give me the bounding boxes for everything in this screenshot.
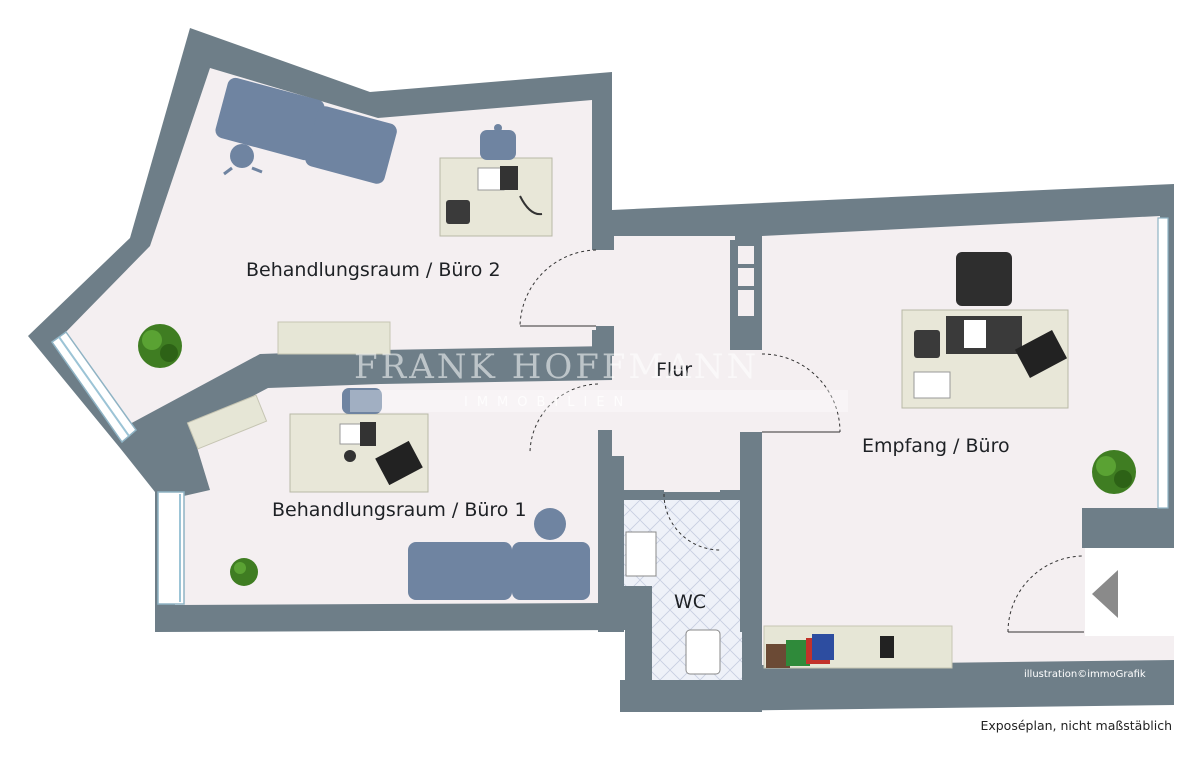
wall-room2-room1: [126, 346, 612, 452]
desk-room-2: [439, 124, 553, 237]
label-wc: WC: [674, 591, 706, 613]
watermark-band: [350, 390, 848, 412]
door-entrance: [1007, 555, 1085, 633]
telephone-icon: [914, 330, 940, 358]
treatment-couch-icon: [408, 508, 590, 600]
label-hall: Flur: [656, 359, 692, 381]
office-chair-icon: [956, 252, 1012, 306]
sideboard-room-2: [277, 321, 391, 355]
desk-reception: [901, 252, 1069, 409]
shaft-box-1: [738, 246, 754, 264]
shaft-box-3: [738, 290, 754, 316]
treatment-couch-icon: [215, 77, 397, 184]
stethoscope-icon: [344, 450, 356, 462]
door-reception: [761, 353, 841, 433]
wall-wc-bottom: [620, 680, 762, 712]
wall-hall-left-upper: [592, 236, 614, 250]
desk-room-1: [289, 388, 429, 493]
laptop-icon: [375, 440, 423, 486]
door-room-2: [519, 249, 597, 327]
wall-hall-right-lower: [740, 432, 762, 632]
sink-icon: [625, 531, 657, 577]
label-reception: Empfang / Büro: [862, 435, 1010, 457]
wall-wc-top-right: [720, 490, 742, 500]
laptop-icon: [1014, 330, 1068, 378]
label-room-2: Behandlungsraum / Büro 2: [246, 259, 501, 281]
telephone-icon: [446, 200, 470, 224]
label-room-1: Behandlungsraum / Büro 1: [272, 499, 527, 521]
floor-hall: [598, 236, 762, 492]
stethoscope-icon: [519, 195, 543, 216]
toilet-icon: [685, 629, 721, 675]
wall-hall-left-mid: [596, 326, 614, 356]
office-chair-icon: [534, 508, 566, 540]
shaft-box-2: [738, 268, 754, 286]
wall-hall-bottom-left: [598, 456, 624, 632]
wall-reception-niche: [1082, 508, 1174, 548]
wall-wc-top-left: [620, 490, 664, 500]
plant-icon: [230, 558, 258, 586]
floor-reception: [762, 216, 1174, 665]
floor-room-2: [60, 68, 735, 432]
office-chair-icon: [342, 388, 382, 414]
office-chair-icon: [480, 124, 516, 160]
entrance-arrow-icon: [1092, 570, 1118, 618]
plant-icon: [1092, 450, 1136, 494]
door-room-1: [529, 383, 599, 453]
watermark-sub: IMMOBILIEN: [464, 395, 632, 410]
counter-reception: [763, 625, 953, 669]
scale-note: Exposéplan, nicht maßstäblich: [980, 718, 1172, 733]
sideboard-room-1: [186, 394, 268, 450]
windows: [50, 217, 1169, 605]
window-right: [1157, 217, 1169, 509]
watermark-name: FRANK HOFFMANN: [354, 347, 759, 387]
plant-icon: [138, 324, 182, 368]
doors: [519, 249, 1085, 633]
door-wc: [663, 493, 721, 551]
illustration-credit: illustration©immoGrafik: [1024, 669, 1146, 680]
